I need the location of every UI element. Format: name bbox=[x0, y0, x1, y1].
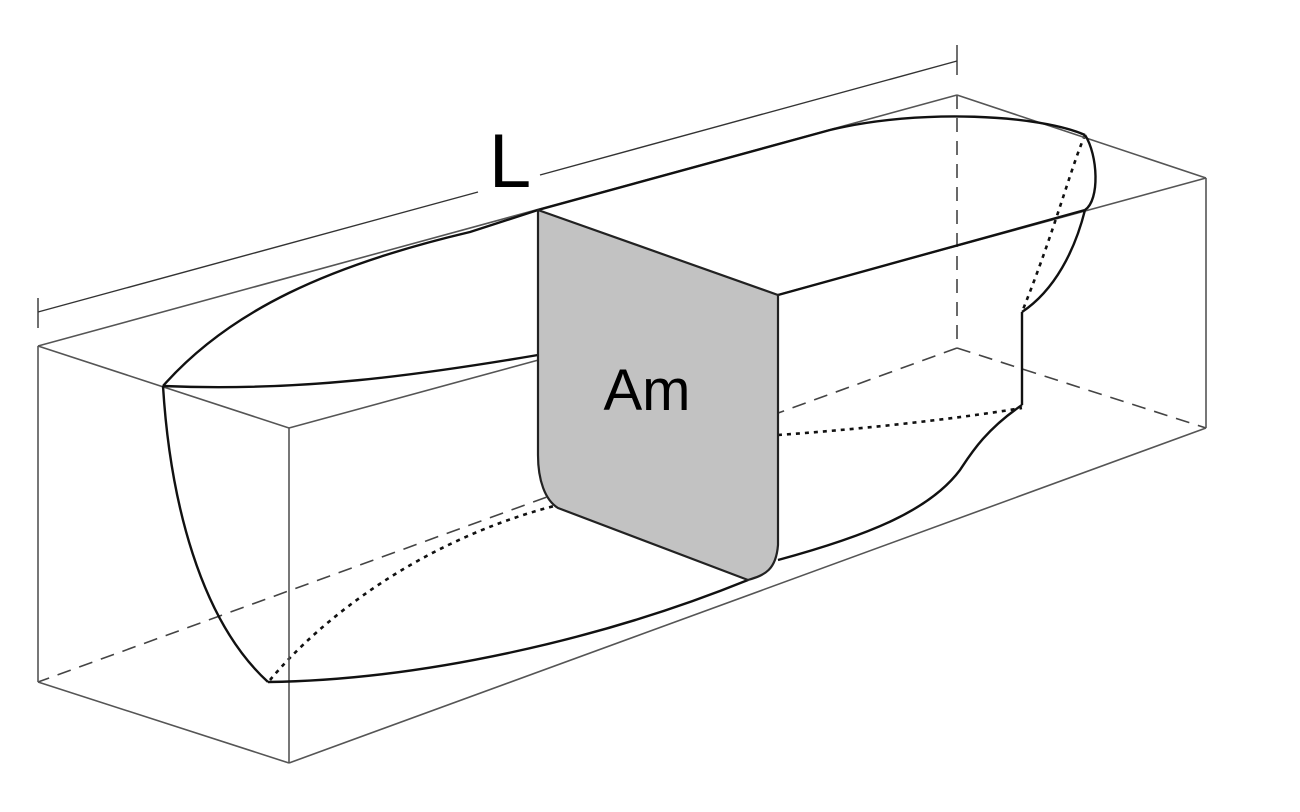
length-label: L bbox=[489, 119, 531, 204]
hull-hidden-lines bbox=[269, 134, 1087, 681]
bounding-box-hidden-edges bbox=[37, 95, 1207, 683]
midship-area-label: Am bbox=[604, 358, 691, 423]
midship-section bbox=[536, 208, 780, 582]
length-dimension bbox=[37, 45, 958, 328]
hull-outline bbox=[161, 115, 1097, 684]
